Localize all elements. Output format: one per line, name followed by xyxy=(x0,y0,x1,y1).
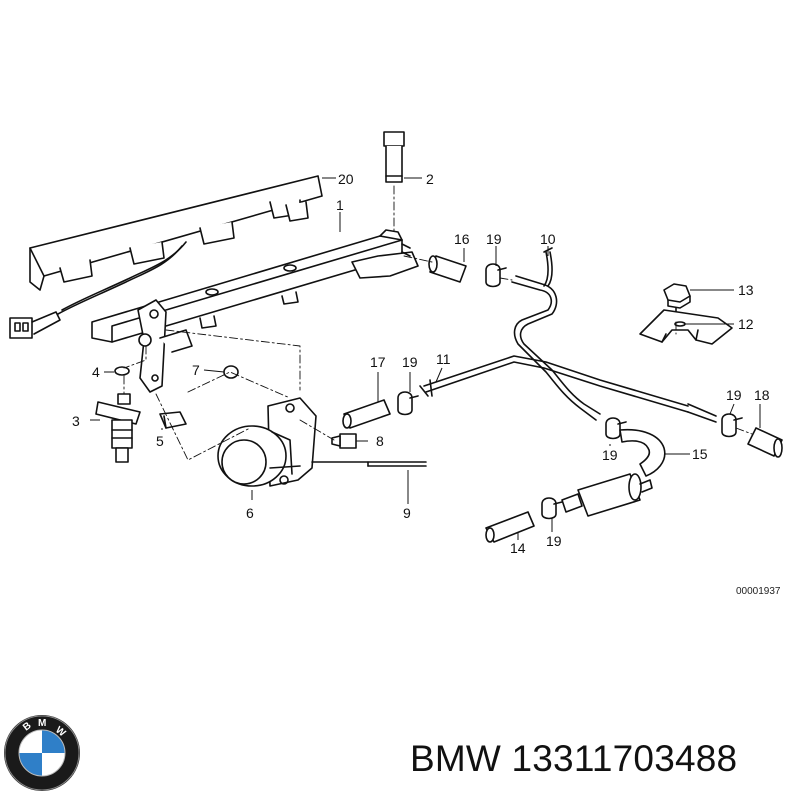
hose-18-part xyxy=(747,427,783,458)
bmw-logo-icon: B M W xyxy=(4,715,80,791)
fuel-line-part xyxy=(419,247,717,423)
callout-17: 17 xyxy=(370,354,386,370)
callout-19-right: 19 xyxy=(726,387,742,403)
bent-hose-part xyxy=(619,428,666,477)
callout-18: 18 xyxy=(754,387,770,403)
callout-10: 10 xyxy=(540,231,556,247)
callout-1: 1 xyxy=(336,197,344,213)
leader-lines xyxy=(90,177,761,540)
part-number-title: BMW 13311703488 xyxy=(410,738,738,779)
callout-14: 14 xyxy=(510,540,526,556)
callout-13: 13 xyxy=(738,282,754,298)
wiring-harness-part xyxy=(9,175,323,339)
rail-bracket xyxy=(137,299,193,393)
holder-part xyxy=(639,309,733,345)
hose-16-part xyxy=(428,255,467,283)
injector-part xyxy=(95,393,141,463)
hose-clamp-part xyxy=(397,263,743,520)
fuel-filter-part xyxy=(561,473,653,517)
clip-part xyxy=(159,411,187,429)
callout-8: 8 xyxy=(376,433,384,449)
vacuum-hose-part xyxy=(311,461,427,467)
figure-id: 00001937 xyxy=(736,586,781,597)
seal-ring-part xyxy=(223,365,239,379)
callout-6: 6 xyxy=(246,505,254,521)
assembly-lines xyxy=(123,185,753,461)
callout-15: 15 xyxy=(692,446,708,462)
callout-4: 4 xyxy=(92,364,100,380)
screw-part xyxy=(331,433,357,449)
o-ring-part xyxy=(114,366,130,376)
callout-5: 5 xyxy=(156,433,164,449)
callout-16: 16 xyxy=(454,231,470,247)
bolt-part xyxy=(383,131,405,183)
callout-9: 9 xyxy=(403,505,411,521)
fuel-rail-part xyxy=(91,229,419,343)
callout-20: 20 xyxy=(338,171,354,187)
callout-19-mid: 19 xyxy=(402,354,418,370)
callout-3: 3 xyxy=(72,413,80,429)
callout-11: 11 xyxy=(436,351,451,367)
callout-7: 7 xyxy=(192,362,200,378)
hose-17-part xyxy=(342,399,391,429)
callout-19-bottom: 19 xyxy=(546,533,562,549)
svg-text:M: M xyxy=(38,718,46,729)
nut-part xyxy=(663,283,691,323)
callout-19-filter: 19 xyxy=(602,447,618,463)
callout-12: 12 xyxy=(738,316,754,332)
pressure-regulator-part xyxy=(217,397,317,487)
callouts: 20 2 1 16 19 10 13 12 4 7 17 19 11 3 5 8… xyxy=(72,171,781,597)
callout-19-top: 19 xyxy=(486,231,502,247)
callout-2: 2 xyxy=(426,171,434,187)
hose-14-part xyxy=(485,511,535,543)
